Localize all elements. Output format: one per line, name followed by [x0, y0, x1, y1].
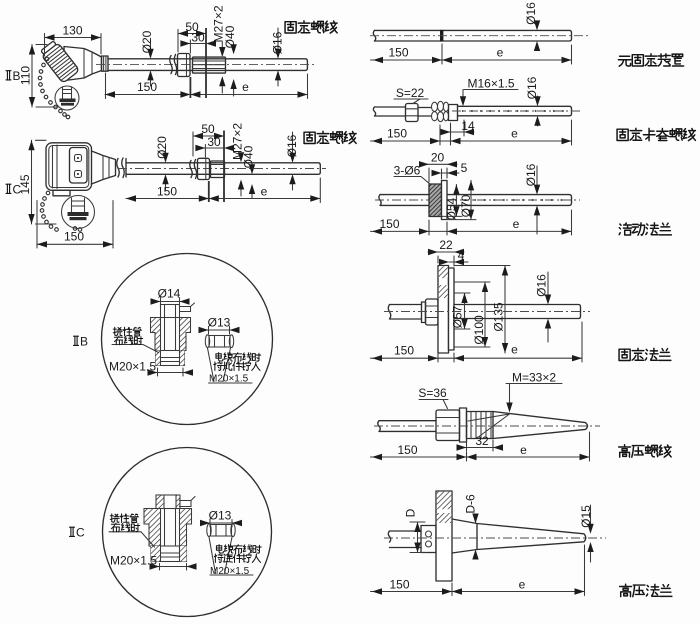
svg-text:150: 150 [394, 344, 414, 358]
svg-text:e: e [513, 217, 520, 231]
svg-text:M20×1.5: M20×1.5 [209, 374, 249, 385]
svg-text:C: C [76, 526, 85, 540]
svg-text:14: 14 [461, 119, 475, 133]
svg-text:e: e [497, 46, 504, 60]
svg-text:M20×1.5: M20×1.5 [110, 554, 157, 568]
svg-text:Ø16: Ø16 [271, 31, 285, 54]
svg-text:22: 22 [439, 238, 453, 252]
svg-text:M20×1.5: M20×1.5 [109, 360, 156, 374]
svg-text:Ø40: Ø40 [242, 145, 256, 168]
svg-text:e: e [261, 185, 268, 199]
svg-text:e: e [519, 578, 526, 592]
svg-text:e: e [242, 80, 249, 94]
svg-text:145: 145 [18, 174, 32, 194]
svg-text:150: 150 [157, 185, 177, 199]
svg-text:150: 150 [137, 80, 157, 94]
svg-text:Ø13: Ø13 [208, 316, 231, 330]
svg-text:130: 130 [62, 24, 82, 38]
svg-text:M16×1.5: M16×1.5 [467, 77, 514, 91]
svg-text:Ø15: Ø15 [579, 505, 593, 528]
svg-text:150: 150 [389, 578, 409, 592]
svg-text:e: e [511, 343, 518, 357]
svg-text:M27×2: M27×2 [212, 5, 226, 42]
svg-text:30: 30 [207, 135, 221, 149]
svg-text:Ø20: Ø20 [140, 30, 154, 53]
svg-text:Ø57: Ø57 [451, 305, 465, 328]
svg-text:Ø70: Ø70 [459, 194, 473, 217]
svg-text:5: 5 [461, 161, 468, 175]
svg-text:Ø135: Ø135 [492, 302, 506, 332]
svg-text:Ø16: Ø16 [524, 163, 538, 186]
svg-text:Ø100: Ø100 [472, 315, 486, 345]
svg-text:150: 150 [397, 443, 417, 457]
svg-text:e: e [520, 443, 527, 457]
svg-text:Ø13: Ø13 [209, 509, 232, 523]
svg-text:4: 4 [458, 249, 465, 263]
svg-text:50: 50 [201, 122, 215, 136]
svg-text:32: 32 [475, 434, 489, 448]
svg-text:D-6: D-6 [464, 494, 478, 514]
svg-text:Ø16: Ø16 [285, 134, 299, 157]
svg-text:150: 150 [379, 217, 399, 231]
svg-text:3-Ø6: 3-Ø6 [394, 164, 421, 178]
svg-text:C: C [13, 183, 22, 197]
svg-text:Ø20: Ø20 [155, 136, 169, 159]
svg-text:150: 150 [388, 46, 408, 60]
svg-text:S=36: S=36 [418, 386, 447, 400]
svg-text:Ø54: Ø54 [444, 197, 458, 220]
svg-text:M20×1.5: M20×1.5 [210, 566, 250, 577]
svg-text:Ø40: Ø40 [223, 25, 237, 48]
svg-text:B: B [80, 335, 88, 349]
svg-text:50: 50 [185, 20, 199, 34]
svg-text:30: 30 [191, 31, 205, 45]
svg-text:S=22: S=22 [396, 86, 425, 100]
svg-text:Ø16: Ø16 [535, 274, 549, 297]
svg-text:110: 110 [19, 66, 33, 85]
svg-text:Ø16: Ø16 [525, 76, 539, 99]
svg-text:e: e [511, 127, 518, 141]
svg-text:D: D [404, 508, 418, 517]
svg-text:150: 150 [387, 127, 407, 141]
svg-text:M27×2: M27×2 [231, 123, 245, 160]
svg-text:150: 150 [64, 230, 84, 244]
svg-text:B: B [13, 69, 21, 83]
svg-text:Ø16: Ø16 [524, 2, 538, 25]
svg-text:Ø14: Ø14 [158, 287, 181, 301]
svg-text:M=33×2: M=33×2 [512, 371, 556, 385]
svg-text:20: 20 [431, 151, 445, 165]
